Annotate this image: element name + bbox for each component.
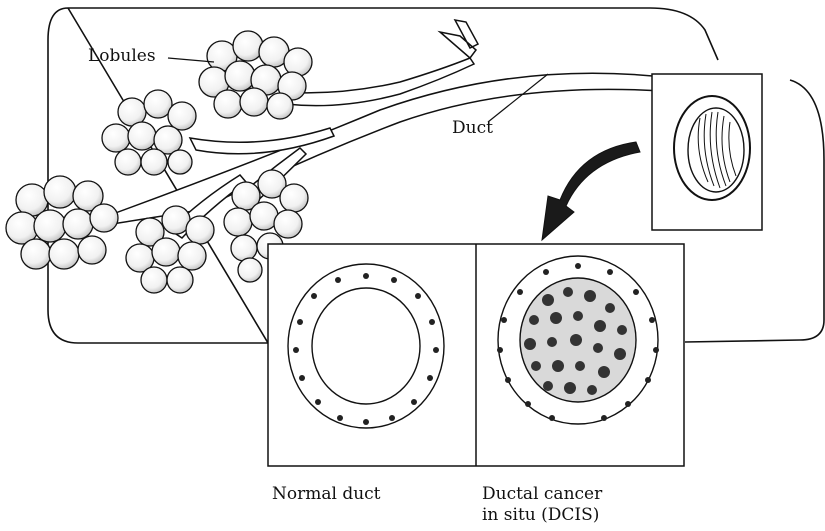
duct-label: Duct [452,118,493,139]
duct-cross-section-inset [652,74,762,230]
lobules-label: Lobules [88,46,156,67]
duct-tip-fork [440,20,478,58]
lobule-cluster-top [199,31,312,119]
dcis-label-line1: Ductal cancer [482,484,602,505]
lobule-cluster-mid [102,90,196,175]
lobule-cluster-left [6,176,118,269]
duct-tree [110,20,676,238]
normal-duct-label: Normal duct [272,484,381,505]
normal-duct-section [288,264,444,428]
dcis-label-line2: in situ (DCIS) [482,505,599,526]
pointer-arrow [542,142,640,240]
dcis-section [497,256,659,424]
